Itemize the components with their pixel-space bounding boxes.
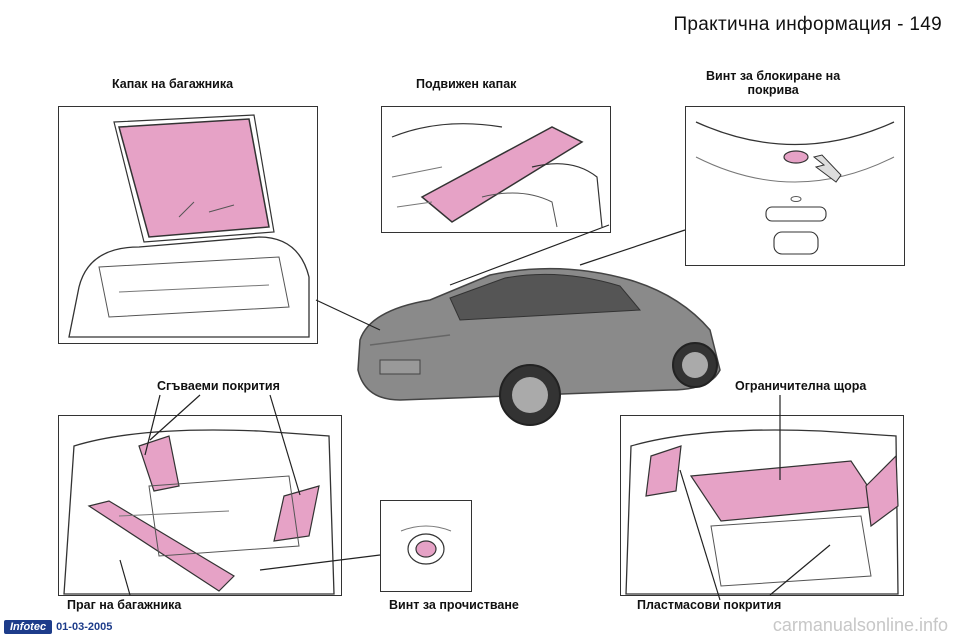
panel-roof-lock-screw-illustration xyxy=(685,106,905,266)
label-folding-covers: Сгъваеми покрития xyxy=(157,379,280,393)
car-illustration xyxy=(340,250,730,430)
label-limiting-curtain: Ограничителна щора xyxy=(735,379,867,393)
panel-limiting-curtain-illustration xyxy=(620,415,904,596)
label-trunk-sill: Праг на багажника xyxy=(67,598,182,612)
watermark: carmanualsonline.info xyxy=(772,615,948,635)
page-title: Практична информация - 149 xyxy=(673,14,942,35)
label-plastic-covers: Пластмасови покрития xyxy=(637,598,782,612)
label-cleaning-screw: Винт за прочистване xyxy=(389,598,519,612)
footer: Infotec 01-03-2005 xyxy=(4,620,112,634)
label-movable-lid: Подвижен капак xyxy=(416,77,517,91)
footer-date: 01-03-2005 xyxy=(56,621,113,633)
label-trunk-lid: Капак на багажника xyxy=(112,77,234,91)
panel-movable-lid-illustration xyxy=(381,106,611,233)
brand-logo: Infotec xyxy=(4,620,53,634)
panel-folding-covers-illustration xyxy=(58,415,342,596)
panel-cleaning-screw-illustration xyxy=(380,500,472,592)
label-roof-lock-screw: Винт за блокиране на покрива xyxy=(706,69,840,97)
panel-trunk-lid-illustration xyxy=(58,106,318,344)
label-roof-lock-screw-line2: покрива xyxy=(747,83,799,97)
label-roof-lock-screw-line1: Винт за блокиране на xyxy=(706,69,841,83)
